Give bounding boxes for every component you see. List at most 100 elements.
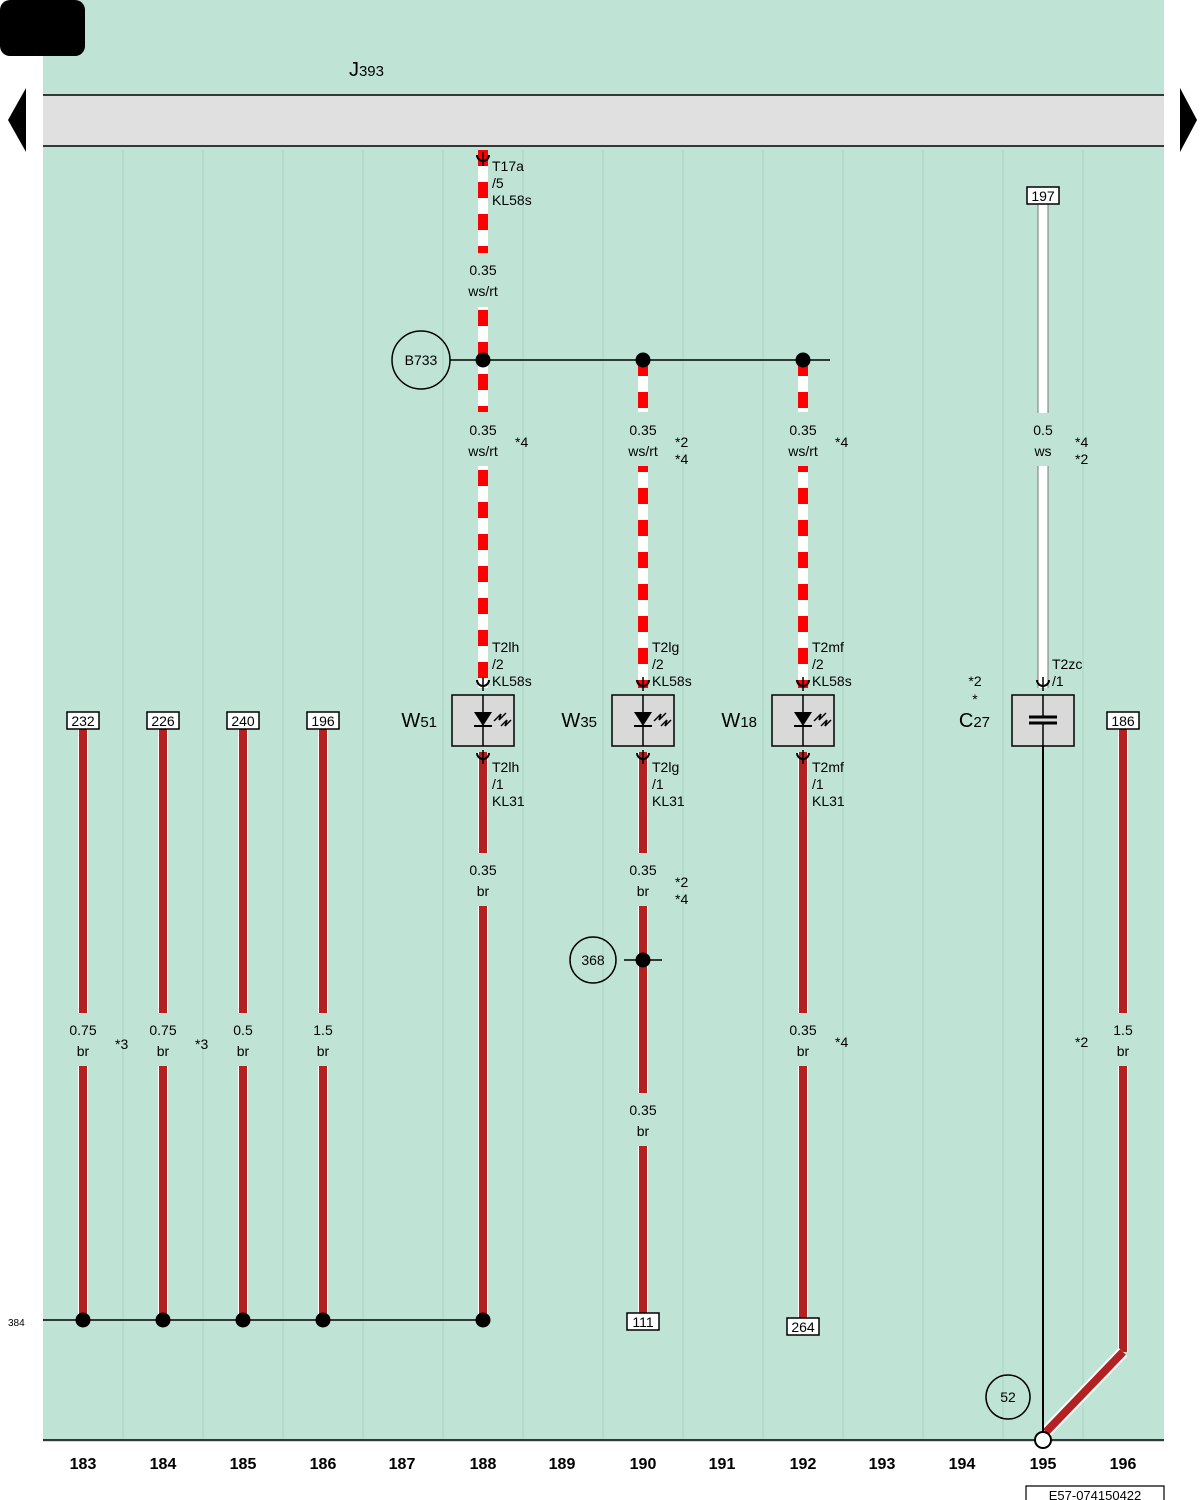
wire-188-upper-stripe [478, 342, 488, 358]
connector-w35-bottom-line: KL31 [652, 793, 685, 809]
ref-r232-box[interactable] [66, 711, 100, 730]
component-w51-label: W51 [401, 710, 437, 732]
connector-c27-top-line: /1 [1052, 673, 1064, 689]
junction-368-circle [569, 936, 617, 984]
connector-w18-top-line: /2 [812, 656, 824, 672]
wire-190-low-footnote: *2 [675, 874, 688, 890]
component-w51-label-letter: W [401, 710, 420, 732]
wire-192-upper-stripe [798, 584, 808, 600]
column-number: 196 [1110, 1456, 1137, 1473]
junction-52-label: 52 [1000, 1389, 1016, 1405]
triangle-left-icon[interactable] [8, 88, 26, 152]
ref-186-label: 186 [1111, 713, 1135, 729]
column-number: 188 [470, 1456, 497, 1473]
wire-w184-color: br [157, 1043, 170, 1059]
wire-w186-size: 1.5 [313, 1022, 333, 1038]
wire-195-top-size: 0.5 [1033, 422, 1053, 438]
wire-188-mid-footnote: *4 [515, 434, 528, 450]
junction-52-circle [985, 1374, 1031, 1420]
wire-188-upper-stripe [478, 662, 488, 678]
wire-w186-color: br [317, 1043, 330, 1059]
wire-190-low1-size: 0.35 [629, 862, 656, 878]
connector-w18-bottom-line: KL31 [812, 793, 845, 809]
splice-dot [635, 352, 651, 368]
wire-190-mid-footnote: *2 [675, 434, 688, 450]
wire-195-top-color: ws [1033, 443, 1051, 459]
ref-186-box[interactable] [1106, 711, 1140, 730]
column-number: 195 [1030, 1456, 1057, 1473]
ground-splice-dot [155, 1312, 171, 1328]
wire-195-low-footnote: *2 [1075, 1034, 1088, 1050]
column-number: 194 [949, 1456, 976, 1473]
ref-197-label: 197 [1031, 188, 1055, 204]
connector-w18-bottom-line: T2mf [812, 759, 844, 775]
wire-192-upper-stripe [798, 360, 808, 376]
ref-197-box[interactable] [1026, 186, 1060, 205]
label-gap [156, 1013, 170, 1066]
wire-183-footnote: *3 [115, 1036, 128, 1052]
column-number: 190 [630, 1456, 657, 1473]
connector-t17a-line: /5 [492, 175, 504, 191]
label-gap [1116, 1013, 1130, 1066]
triangle-right-icon[interactable] [1180, 88, 1197, 152]
wire-188-upper-stripe [478, 182, 488, 198]
column-number: 191 [709, 1456, 736, 1473]
ref-r226-box[interactable] [146, 711, 180, 730]
light-emission-icon [653, 712, 672, 727]
wire-192-low-color: br [797, 1043, 810, 1059]
column-number: 186 [310, 1456, 337, 1473]
wire-190-low-footnote: *4 [675, 891, 688, 907]
control-unit-bus [43, 95, 1164, 146]
connector-w51-top-line: KL58s [492, 673, 532, 689]
connector-w18-bottom-line: /1 [812, 776, 824, 792]
component-w35-label: W35 [561, 710, 597, 732]
ref-264-label: 264 [791, 1319, 815, 1335]
label-gap [476, 412, 490, 466]
wire-188-lower-core [479, 752, 487, 1320]
ref-111-box[interactable] [626, 1312, 660, 1331]
connector-w35-top-line: /2 [652, 656, 664, 672]
column-number: 183 [70, 1456, 97, 1473]
light-emission-icon [813, 712, 832, 727]
wire-190-mid-color: ws/rt [627, 443, 658, 459]
label-gap [636, 853, 650, 906]
ground-splice-dot [315, 1312, 331, 1328]
wire-192-low-footnote: *4 [835, 1034, 848, 1050]
label-gap [636, 412, 650, 466]
column-number: 185 [230, 1456, 257, 1473]
connector-w51-bottom-line: KL31 [492, 793, 525, 809]
ref-111-label: 111 [632, 1314, 653, 1330]
wire-188-upper-stripe [478, 534, 488, 550]
wire-196-color: br [1117, 1043, 1130, 1059]
wire-184-footnote: *3 [195, 1036, 208, 1052]
component-c27-label: C27 [959, 710, 990, 732]
wire-192-upper-stripe [798, 552, 808, 568]
figure-code: E57-074150422 [1049, 1488, 1142, 1500]
ground-ref-384: 384 [8, 1318, 25, 1329]
wire-190-low2-size: 0.35 [629, 1102, 656, 1118]
wire-192-upper-stripe [798, 520, 808, 536]
column-number: 187 [389, 1456, 416, 1473]
connector-w51-top-line: /2 [492, 656, 504, 672]
ref-r240-box[interactable] [226, 711, 260, 730]
component-c27-note: * [972, 691, 978, 707]
connector-w35-bottom-line: T2lg [652, 759, 679, 775]
junction-b733-circle [391, 330, 451, 390]
splice-dot [475, 352, 491, 368]
connector-w51-top-line: T2lh [492, 639, 519, 655]
label-gap [476, 853, 490, 906]
wire-190-mid-footnote: *4 [675, 451, 688, 467]
connector-t17a-line: T17a [492, 158, 524, 174]
ref-r226-label: 226 [151, 713, 175, 729]
wire-190-mid-size: 0.35 [629, 422, 656, 438]
wire-190-upper-stripe [638, 488, 648, 504]
wire-188-low-color: br [477, 883, 490, 899]
control-unit-label-number: 393 [359, 63, 384, 80]
wire-190-upper-stripe [638, 392, 648, 408]
ref-r196-box[interactable] [306, 711, 340, 730]
component-w18-label-letter: W [721, 710, 740, 732]
ref-264-box[interactable] [786, 1317, 820, 1336]
wire-192-upper-stripe [798, 648, 808, 664]
